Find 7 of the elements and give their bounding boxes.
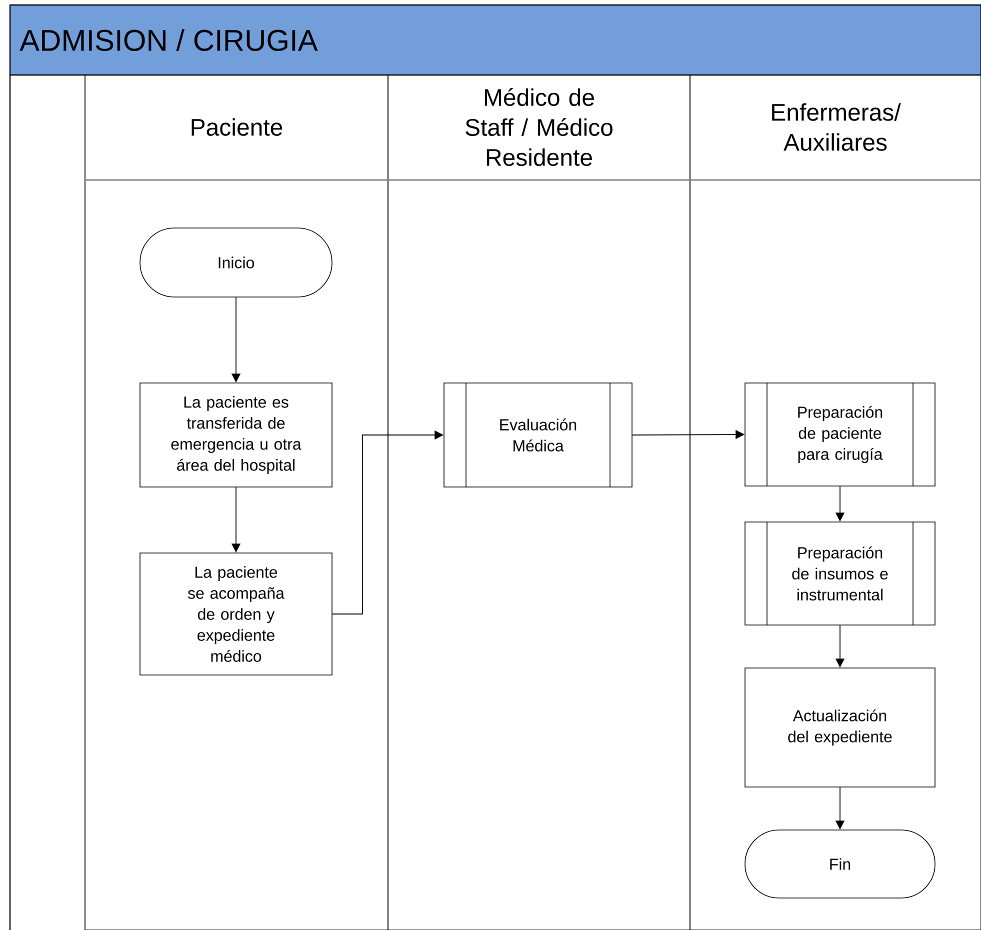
subprocess-box: Evaluación Médica: [444, 382, 632, 488]
process-box: La paciente se acompaña de orden y expediente médico: [140, 552, 332, 676]
title-band: ADMISION / CIRUGIA: [9, 4, 981, 76]
subprocess-box: Preparación de insumos e instrumental: [744, 522, 936, 626]
process-box: La paciente es transferida de emergencia u otra área del hospital: [140, 382, 332, 488]
process-box: Actualización del expediente: [744, 668, 936, 788]
subprocess-box: Preparación de paciente para cirugía: [744, 382, 936, 486]
